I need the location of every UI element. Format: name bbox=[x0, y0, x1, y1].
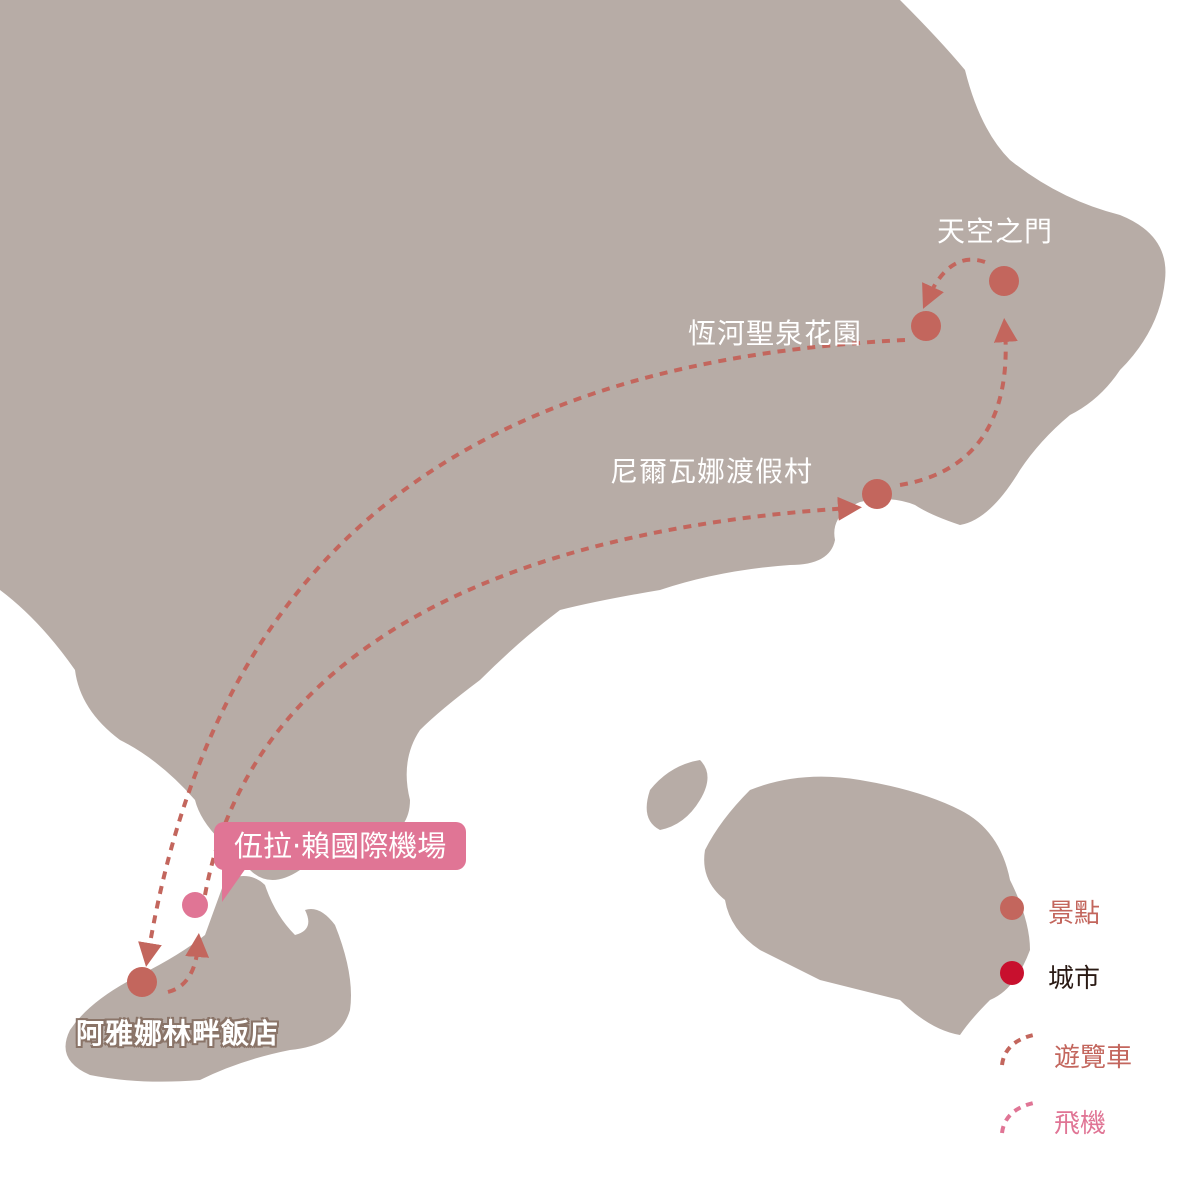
place-garden-dot[interactable] bbox=[911, 311, 941, 341]
place-label-nirvana: 尼爾瓦娜渡假村 bbox=[610, 455, 814, 488]
route-airport-to-nirvana bbox=[203, 496, 862, 896]
airport-label: 伍拉·賴國際機場 bbox=[234, 829, 447, 863]
legend-flight: 飛機 bbox=[1054, 1109, 1107, 1139]
legend-city: 城市 bbox=[1048, 964, 1101, 994]
legend-bus: 遊覽車 bbox=[1054, 1043, 1133, 1073]
place-label-skygate: 天空之門 bbox=[937, 215, 1054, 248]
route-ayana-to-airport bbox=[167, 933, 210, 994]
place-nirvana-dot[interactable] bbox=[862, 479, 892, 509]
airport-dot[interactable] bbox=[182, 892, 208, 918]
southern-peninsula bbox=[65, 876, 351, 1082]
city-dot-icon bbox=[1000, 961, 1024, 985]
route-nirvana-to-skygate bbox=[899, 318, 1018, 487]
place-label-ayana: 阿雅娜林畔飯店 bbox=[76, 1017, 280, 1050]
place-skygate-dot[interactable] bbox=[989, 266, 1019, 296]
island bbox=[704, 776, 1030, 1035]
place-label-garden: 恆河聖泉花園 bbox=[688, 317, 863, 350]
place-ayana-dot[interactable] bbox=[127, 967, 157, 997]
bus-route-dash-icon bbox=[1000, 1032, 1039, 1066]
mainland bbox=[0, 0, 1166, 880]
attraction-dot-icon bbox=[1000, 896, 1024, 920]
airport-callout: 伍拉·賴國際機場 bbox=[214, 822, 467, 902]
legend-attraction: 景點 bbox=[1048, 899, 1101, 929]
route-skygate-to-garden bbox=[922, 257, 986, 309]
flight-route-dash-icon bbox=[1000, 1100, 1039, 1134]
islet bbox=[646, 760, 708, 830]
route-garden-to-ayana bbox=[138, 338, 906, 967]
